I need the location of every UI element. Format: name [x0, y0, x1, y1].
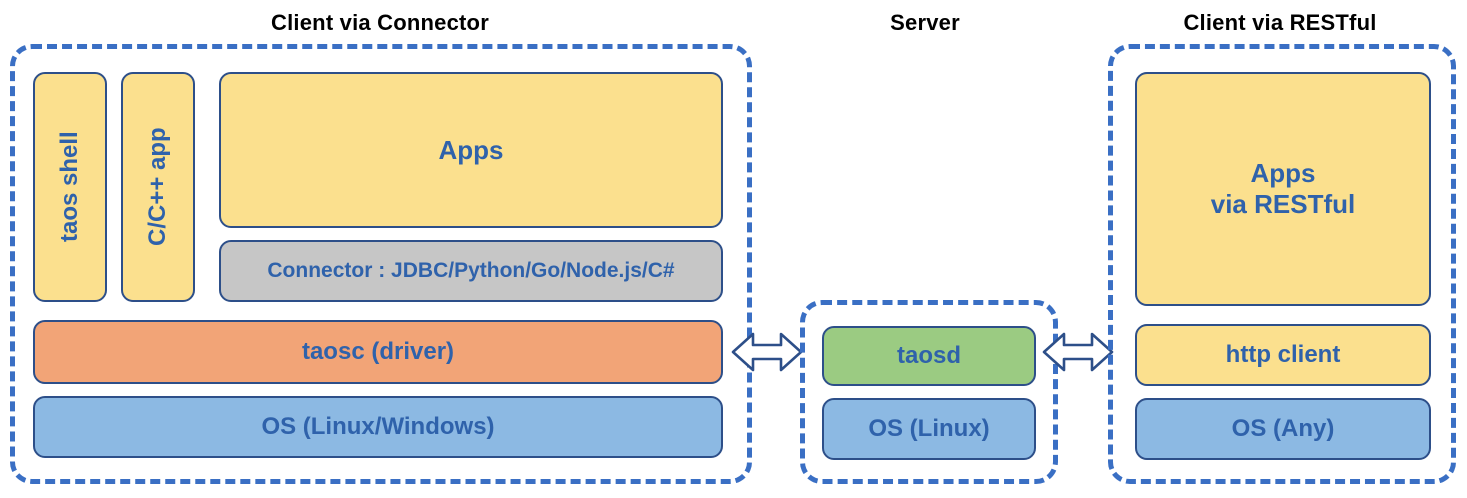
block-apps-via-restful-line1: Apps — [1250, 158, 1316, 189]
block-apps-via-restful-line2: via RESTful — [1210, 189, 1356, 219]
block-apps-connector[interactable]: Apps — [219, 72, 723, 228]
block-taosd[interactable]: taosd — [822, 326, 1036, 386]
arrow-server-to-restful-client — [1042, 328, 1114, 376]
block-os-linux[interactable]: OS (Linux) — [822, 398, 1036, 460]
block-http-client[interactable]: http client — [1135, 324, 1431, 386]
block-apps-via-restful[interactable]: Apps via RESTful — [1135, 72, 1431, 306]
section-title-server: Server — [890, 10, 960, 35]
group-client-via-connector — [10, 44, 752, 484]
block-taos-shell[interactable]: taos shell — [33, 72, 107, 302]
block-taosc-driver[interactable]: taosc (driver) — [33, 320, 723, 384]
block-c-cpp-app[interactable]: C/C++ app — [121, 72, 195, 302]
block-connector[interactable]: Connector : JDBC/Python/Go/Node.js/C# — [219, 240, 723, 302]
section-title-client-connector: Client via Connector — [271, 10, 489, 35]
arrow-connector-client-to-server — [731, 328, 803, 376]
block-os-any[interactable]: OS (Any) — [1135, 398, 1431, 460]
block-os-linux-windows[interactable]: OS (Linux/Windows) — [33, 396, 723, 458]
group-server — [800, 300, 1058, 484]
section-title-client-restful: Client via RESTful — [1183, 10, 1377, 35]
group-client-via-restful — [1108, 44, 1456, 484]
